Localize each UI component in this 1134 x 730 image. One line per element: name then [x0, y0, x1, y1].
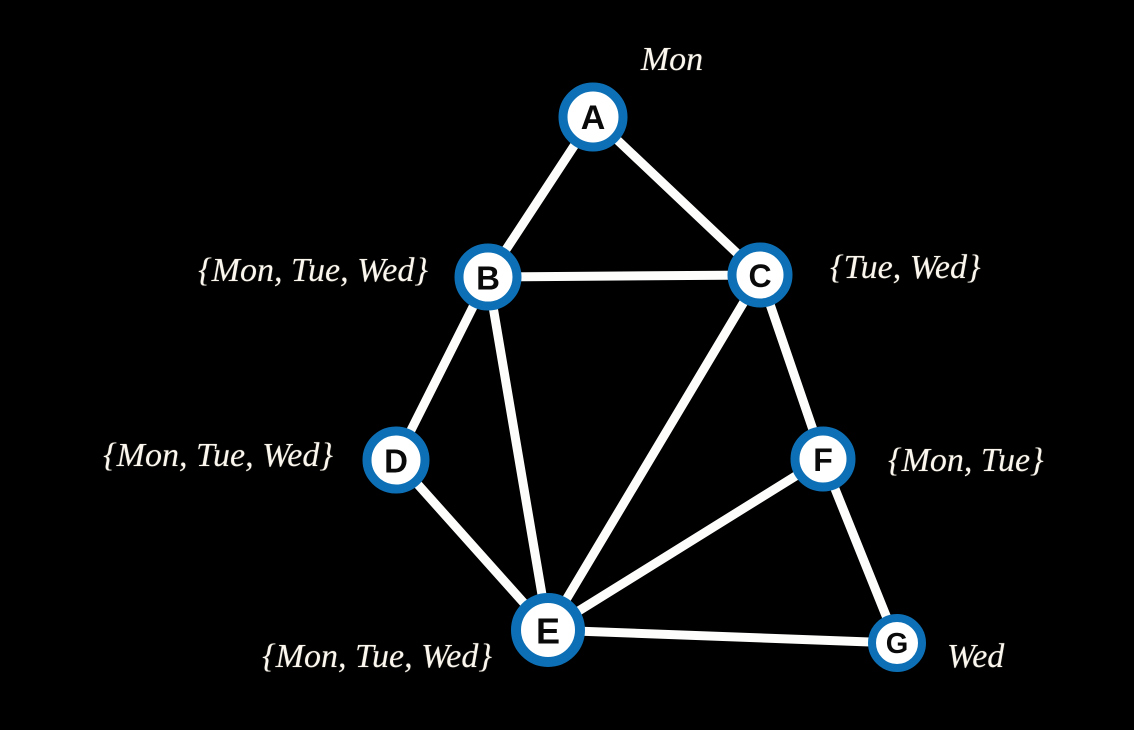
node-letter-c: C — [748, 258, 771, 294]
node-letter-d: D — [384, 443, 408, 480]
graph-edge-a-c — [588, 112, 765, 280]
node-letter-f: F — [813, 442, 833, 478]
domain-label-b: {Mon, Tue, Wed} — [198, 252, 428, 289]
graph-edge-d-e — [391, 455, 553, 635]
node-circle-g — [868, 614, 926, 672]
edges-layer — [391, 112, 902, 648]
node-circle-f — [790, 426, 856, 492]
node-circle-e — [511, 593, 585, 667]
graph-node-a[interactable]: A — [558, 82, 628, 152]
node-letter-g: G — [886, 628, 909, 660]
graph-node-d[interactable]: D — [362, 426, 430, 494]
graph-node-g[interactable]: G — [868, 614, 926, 672]
graph-node-c[interactable]: C — [727, 242, 793, 308]
node-circle-c — [727, 242, 793, 308]
node-circle-b — [454, 243, 522, 311]
graph-edge-b-d — [391, 272, 493, 465]
graph-edge-e-g — [543, 625, 902, 648]
domain-label-d: {Mon, Tue, Wed} — [103, 437, 333, 474]
node-circle-a — [558, 82, 628, 152]
graph-edge-e-f — [543, 454, 828, 635]
nodes-layer: A B C D E F G — [362, 82, 926, 672]
domain-label-f: {Mon, Tue} — [888, 442, 1044, 479]
graph-edge-c-e — [543, 270, 765, 635]
domain-label-a: Mon — [640, 41, 704, 78]
graph-node-e[interactable]: E — [511, 593, 585, 667]
graph-node-f[interactable]: F — [790, 426, 856, 492]
graph-edge-b-e — [483, 272, 553, 635]
domain-label-e: {Mon, Tue, Wed} — [262, 638, 492, 675]
node-letter-a: A — [581, 99, 606, 137]
graph-edge-b-c — [483, 270, 765, 282]
node-circle-d — [362, 426, 430, 494]
domain-label-c: {Tue, Wed} — [830, 249, 981, 286]
graph-edge-f-g — [818, 454, 902, 648]
node-letter-b: B — [476, 260, 500, 297]
node-letter-e: E — [536, 611, 560, 652]
graph-node-b[interactable]: B — [454, 243, 522, 311]
domain-label-g: Wed — [947, 638, 1005, 675]
